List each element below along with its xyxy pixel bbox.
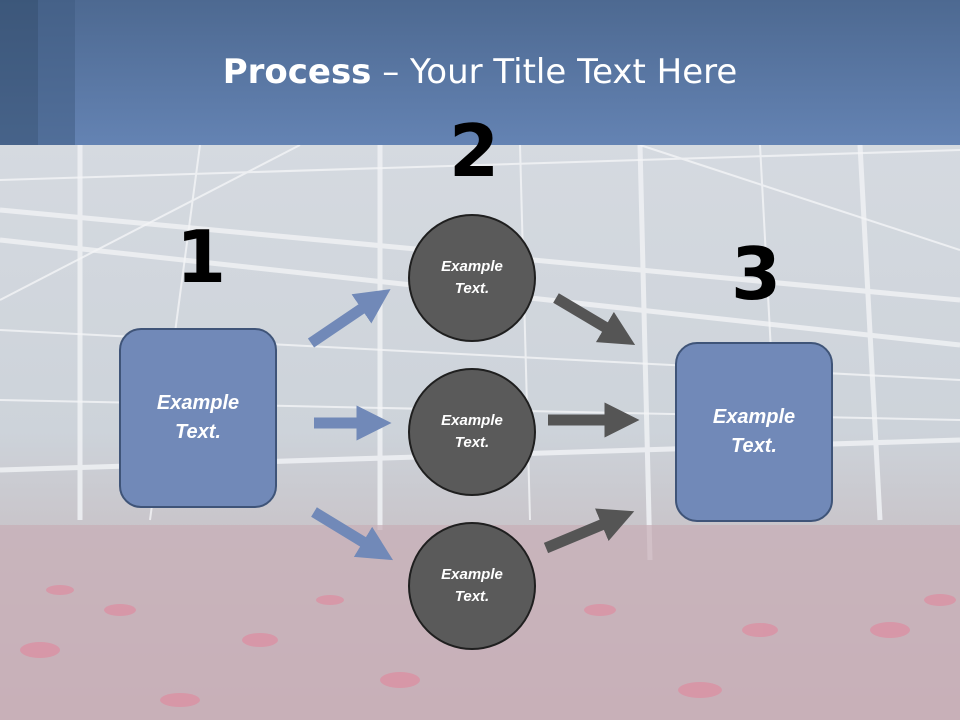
title-bold: Process xyxy=(222,52,372,92)
title-bar-accent-stripe xyxy=(0,0,38,145)
circle-text-line: Text. xyxy=(454,280,490,297)
box-text-line: Text. xyxy=(731,435,777,457)
circle-text-line: Example xyxy=(441,411,503,429)
title-bar-accent-stripe xyxy=(38,0,75,145)
arrow-down-right-blue xyxy=(311,507,394,561)
circle-text-line: Text. xyxy=(454,588,490,605)
step-number-1: 1 xyxy=(176,215,227,299)
box-text-line: Example xyxy=(156,392,240,414)
title-rest: – Your Title Text Here xyxy=(371,52,738,92)
arrow-up-right-blue xyxy=(307,289,391,348)
step-number-3: 3 xyxy=(731,232,782,316)
box-text-line: Text. xyxy=(175,421,221,443)
arrow-up-right-gray xyxy=(543,508,635,554)
circle-text-line: Example xyxy=(441,565,503,583)
slide-title: Process – Your Title Text Here xyxy=(0,52,960,92)
box-text-line: Example xyxy=(712,406,796,428)
circle-text-line: Example xyxy=(441,257,503,275)
title-bar: Process – Your Title Text Here xyxy=(0,0,960,145)
arrow-down-right-gray xyxy=(553,293,636,345)
step-number-2: 2 xyxy=(449,109,500,193)
circle-text-line: Text. xyxy=(454,434,490,451)
